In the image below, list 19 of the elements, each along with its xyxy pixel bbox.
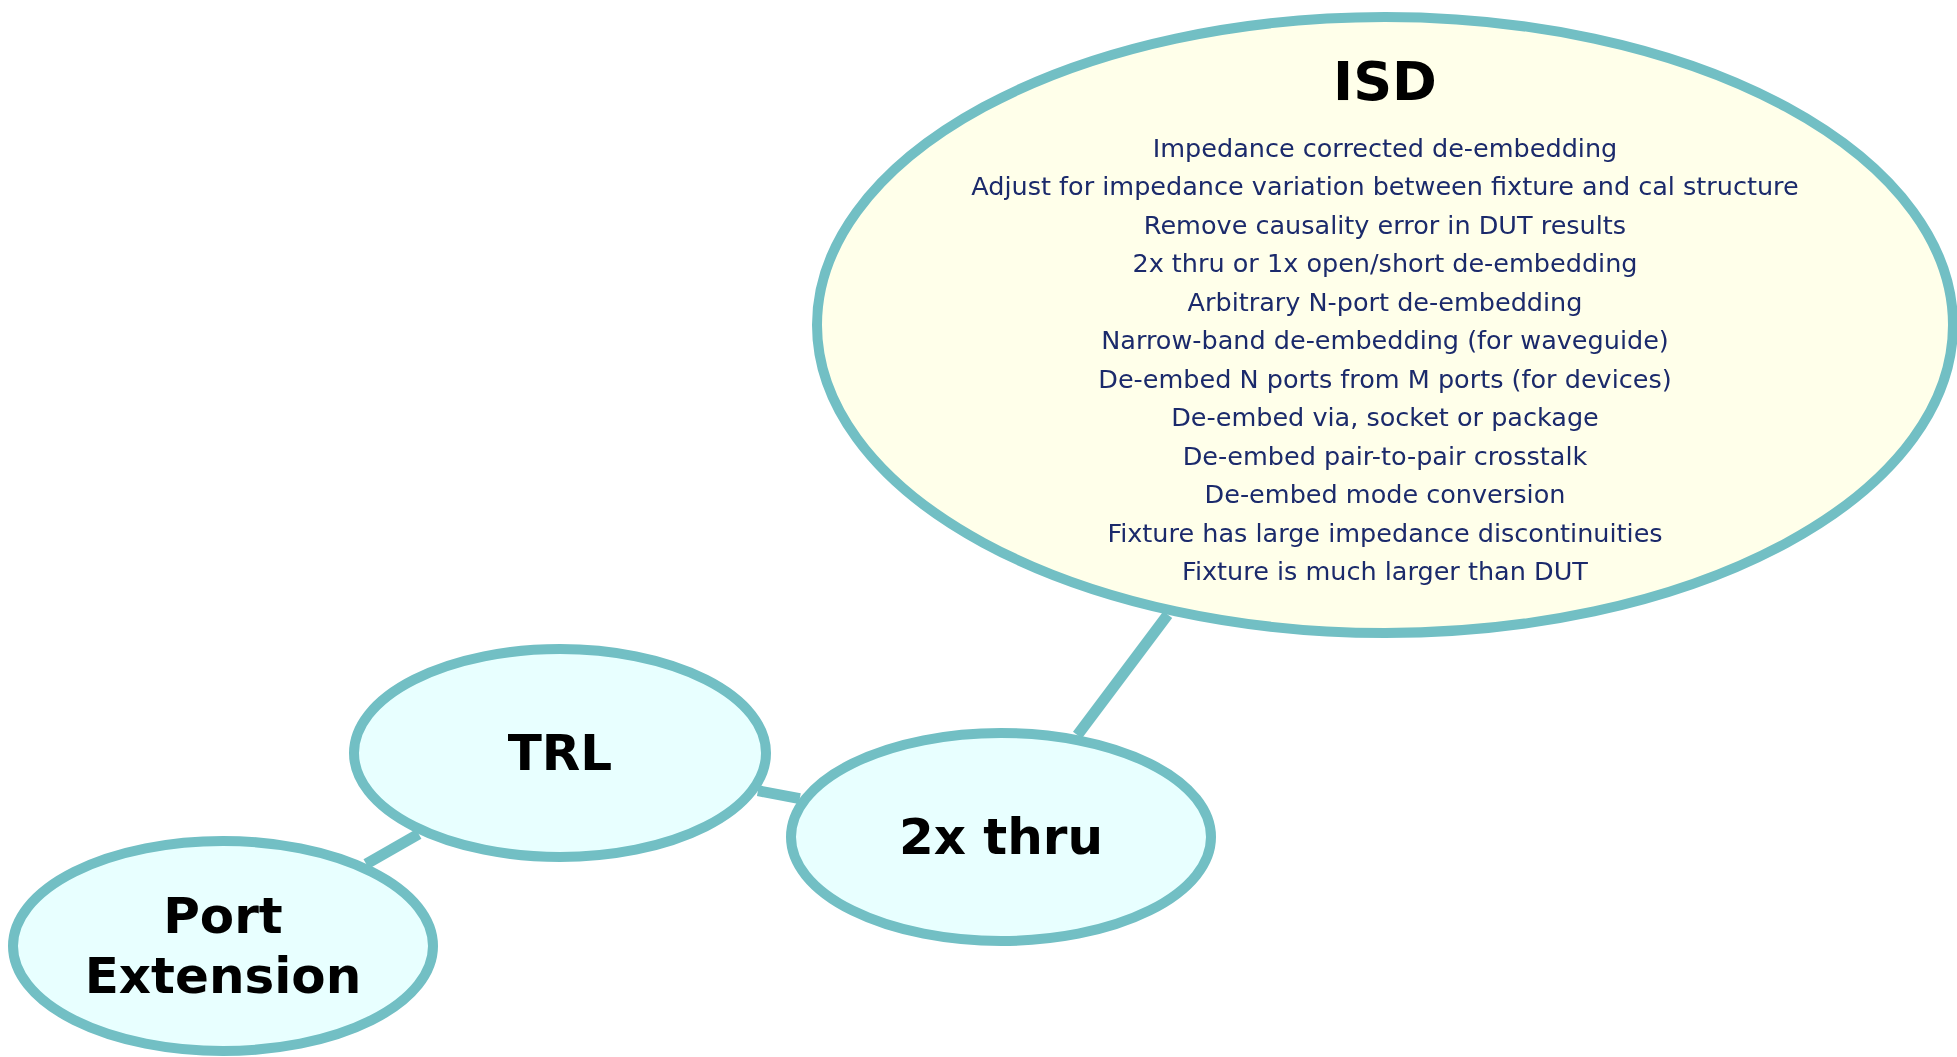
connector-line (1073, 611, 1173, 739)
feature-text: Narrow-band de-embedding (for waveguide) (1101, 324, 1669, 358)
feature-text: Fixture is much larger than DUT (1182, 555, 1588, 589)
feature-text: Remove causality error in DUT results (1143, 208, 1627, 242)
connector-line (363, 829, 422, 869)
node-title: 2x thru (898, 807, 1104, 867)
feature-text: Arbitrary N-port de-embedding (1187, 285, 1583, 319)
feature-text: 2x thru or 1x open/short de-embedding (1132, 247, 1638, 281)
node-title: TRL (507, 723, 613, 783)
feature-text: De-embed via, socket or package (1171, 401, 1599, 435)
feature-text: De-embed pair-to-pair crosstalk (1182, 439, 1588, 473)
node-title: ISD (1333, 50, 1437, 115)
feature-text: Fixture has large impedance discontinuities (1107, 516, 1663, 550)
feature-text: De-embed N ports from M ports (for devices) (1098, 362, 1672, 396)
node-title: Port Extension (83, 886, 363, 1006)
connector-line (756, 785, 801, 805)
feature-text: Impedance corrected de-embedding (1152, 131, 1618, 165)
feature-text: De-embed mode conversion (1204, 478, 1566, 512)
feature-text: Adjust for impedance variation between fixture and cal structure (971, 170, 1799, 204)
